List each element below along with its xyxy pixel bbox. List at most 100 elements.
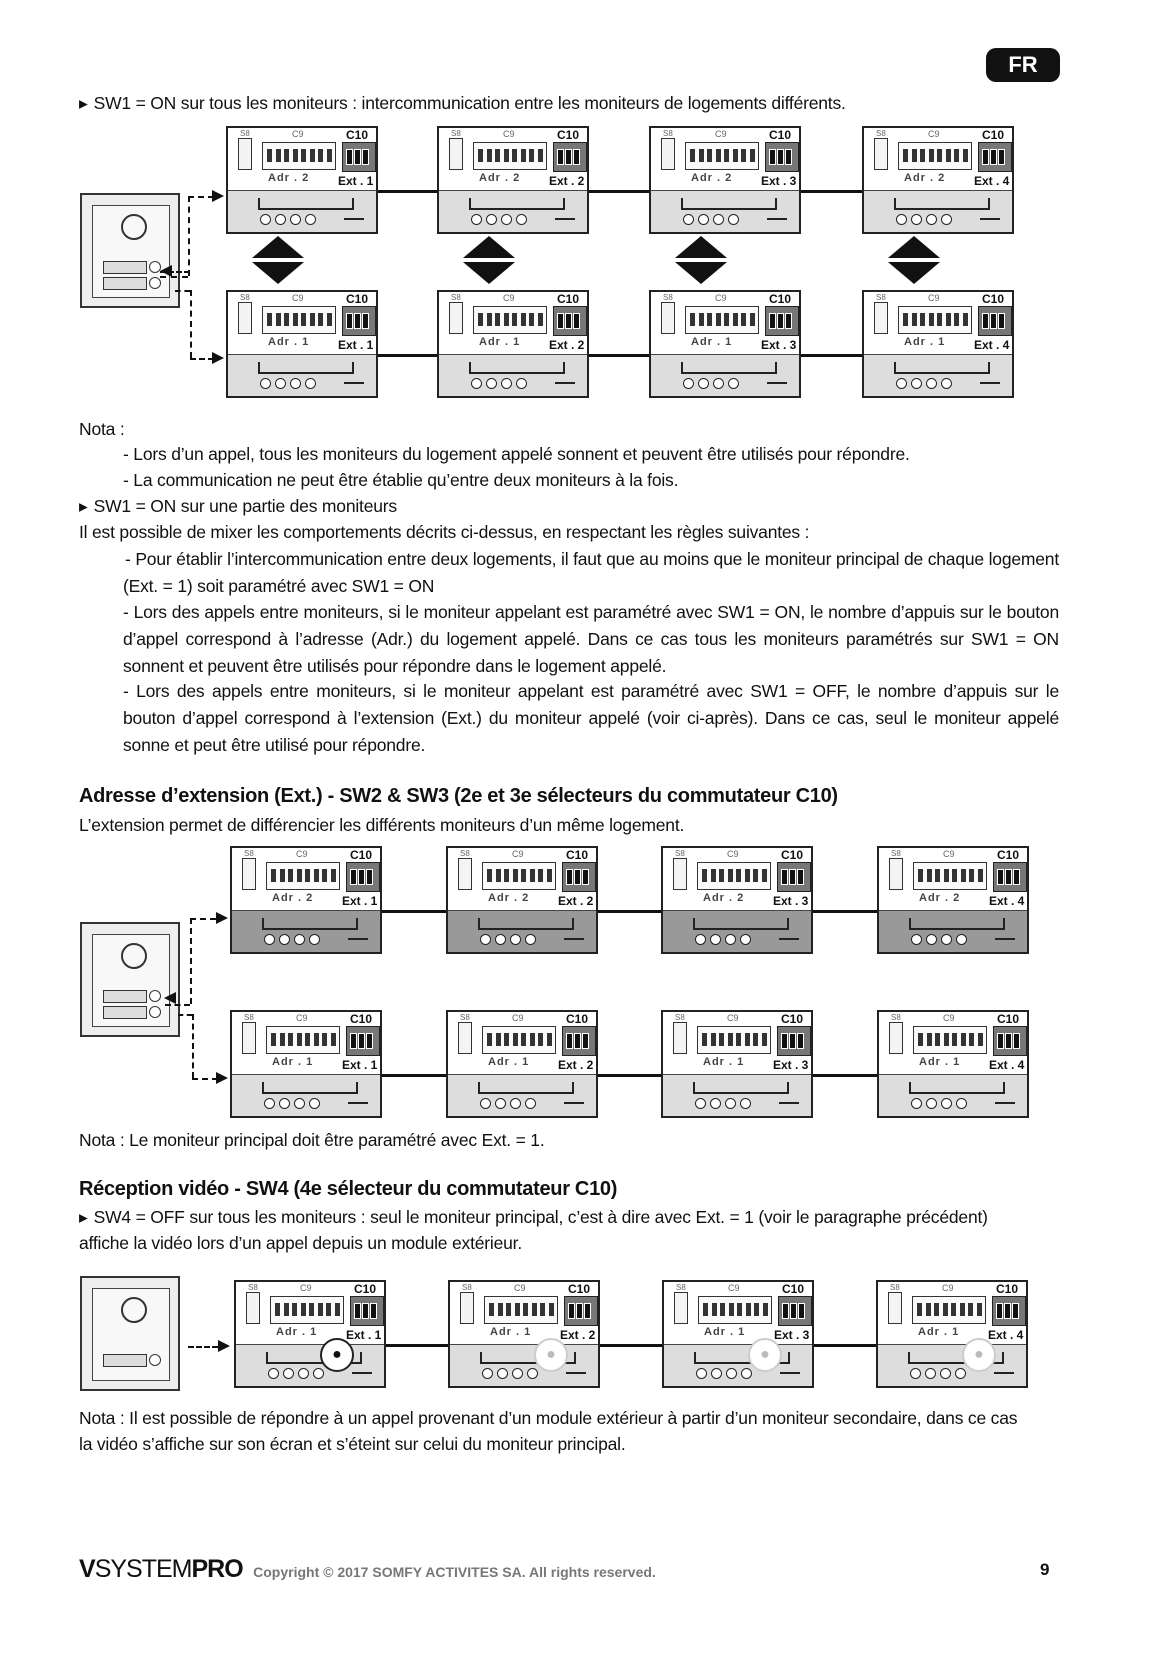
address-label: Adr . 2	[268, 172, 310, 184]
monitor-slot	[348, 938, 368, 940]
dip-c9-lever	[301, 149, 306, 162]
address-label: Adr . 1	[704, 1326, 746, 1338]
arrow-up-icon	[675, 236, 727, 258]
monitor-buttons	[695, 1096, 755, 1112]
call-button-icon	[149, 990, 161, 1002]
dip-c9-lever	[911, 149, 917, 162]
dip-c9-lever	[275, 149, 281, 162]
label-c10: C10	[557, 128, 580, 142]
dashed-link	[188, 1346, 218, 1348]
label-s8: S8	[460, 849, 470, 858]
monitor-button-icon	[713, 378, 724, 389]
dip-c9-lever	[322, 1033, 327, 1046]
monitor-bracket	[894, 362, 990, 374]
arrow-up-icon	[463, 236, 515, 258]
dip-c9-lever	[313, 1033, 319, 1046]
nota1-item-2: - La communication ne peut être établie …	[123, 470, 679, 490]
address-label: Adr . 2	[919, 892, 961, 904]
dip-switch-c10	[777, 862, 811, 892]
arrow-right-icon	[212, 352, 224, 364]
dip-switch-c10	[993, 862, 1027, 892]
door-panel	[80, 1276, 180, 1391]
monitor-button-icon	[683, 378, 694, 389]
dip-switch-c10	[777, 1026, 811, 1056]
monitor-buttons	[896, 212, 956, 228]
label-c9: C9	[928, 293, 940, 303]
label-c9: C9	[503, 129, 515, 139]
dip-c10-lever	[996, 1303, 1003, 1319]
dip-c9-lever	[284, 313, 289, 326]
dip-c9-lever	[951, 1303, 956, 1316]
label-c9: C9	[928, 129, 940, 139]
dip-c9-lever	[318, 313, 323, 326]
arrow-down-icon	[888, 262, 940, 284]
label-c10: C10	[350, 1012, 373, 1026]
dip-c9-lever	[942, 1303, 948, 1316]
monitor-button-icon	[695, 1098, 706, 1109]
monitor-button-icon	[486, 378, 497, 389]
dip-switch-c10	[346, 862, 380, 892]
dip-c9-lever	[943, 869, 949, 882]
copyright: Copyright © 2017 SOMFY ACTIVITES SA. All…	[253, 1564, 656, 1580]
label-c10: C10	[996, 1282, 1019, 1296]
dip-c10-lever	[354, 313, 361, 329]
dip-c9-lever	[937, 313, 942, 326]
monitor-button-icon	[713, 214, 724, 225]
monitor-button-icon	[925, 1368, 936, 1379]
dip-c10-lever	[797, 869, 804, 885]
extension-label: Ext . 4	[989, 894, 1025, 908]
label-c9: C9	[715, 293, 727, 303]
dip-c9-lever	[737, 1303, 742, 1316]
label-c9: C9	[512, 849, 524, 859]
switch-s8	[242, 858, 256, 890]
extension-label: Ext . 4	[989, 1058, 1025, 1072]
dip-switch-c10	[765, 142, 799, 172]
monitor-bracket	[262, 1082, 358, 1094]
dip-c10-lever	[1005, 1033, 1012, 1049]
dip-c9-lever	[523, 1303, 528, 1316]
dip-c9-lever	[749, 313, 755, 326]
dip-c10-lever	[769, 149, 776, 165]
monitor-button-icon	[698, 378, 709, 389]
dip-switch-c9	[698, 1296, 772, 1324]
dip-c9-lever	[330, 1033, 336, 1046]
extension-text: L’extension permet de différencier les d…	[79, 815, 685, 835]
monitor-bracket	[478, 918, 574, 930]
monitor-buttons	[896, 376, 956, 392]
label-c10: C10	[346, 292, 369, 306]
dip-c9-lever	[744, 869, 750, 882]
dip-c9-lever	[977, 1033, 983, 1046]
monitor-slot	[348, 1102, 368, 1104]
dip-c9-lever	[937, 149, 942, 162]
dip-c10-lever	[573, 149, 580, 165]
monitor-button-icon	[294, 934, 305, 945]
dip-switch-c9	[473, 306, 547, 334]
dip-c9-lever	[267, 149, 272, 162]
dip-c9-lever	[305, 869, 310, 882]
bus-wire	[382, 1074, 446, 1077]
dip-c9-lever	[741, 313, 746, 326]
dip-c10-lever	[366, 869, 373, 885]
address-label: Adr . 1	[918, 1326, 960, 1338]
nota-extension: Nota : Le moniteur principal doit être p…	[79, 1130, 545, 1150]
dip-c9-lever	[928, 149, 934, 162]
call-button-icon	[149, 1006, 161, 1018]
dip-c9-lever	[512, 149, 517, 162]
name-plate	[103, 1354, 147, 1367]
dip-switch-c9	[262, 142, 336, 170]
dip-c9-lever	[514, 1303, 520, 1316]
extension-label: Ext . 2	[549, 174, 585, 188]
dip-switch-c9	[262, 306, 336, 334]
dip-c10-lever	[990, 149, 997, 165]
label-s8: S8	[891, 849, 901, 858]
footer: VSYSTEMPRO Copyright © 2017 SOMFY ACTIVI…	[79, 1555, 656, 1584]
monitor-bracket	[694, 1352, 790, 1364]
dip-switch-c10	[993, 1026, 1027, 1056]
label-c9: C9	[942, 1283, 954, 1293]
dip-c9-lever	[736, 869, 741, 882]
dip-c10-lever	[785, 149, 792, 165]
